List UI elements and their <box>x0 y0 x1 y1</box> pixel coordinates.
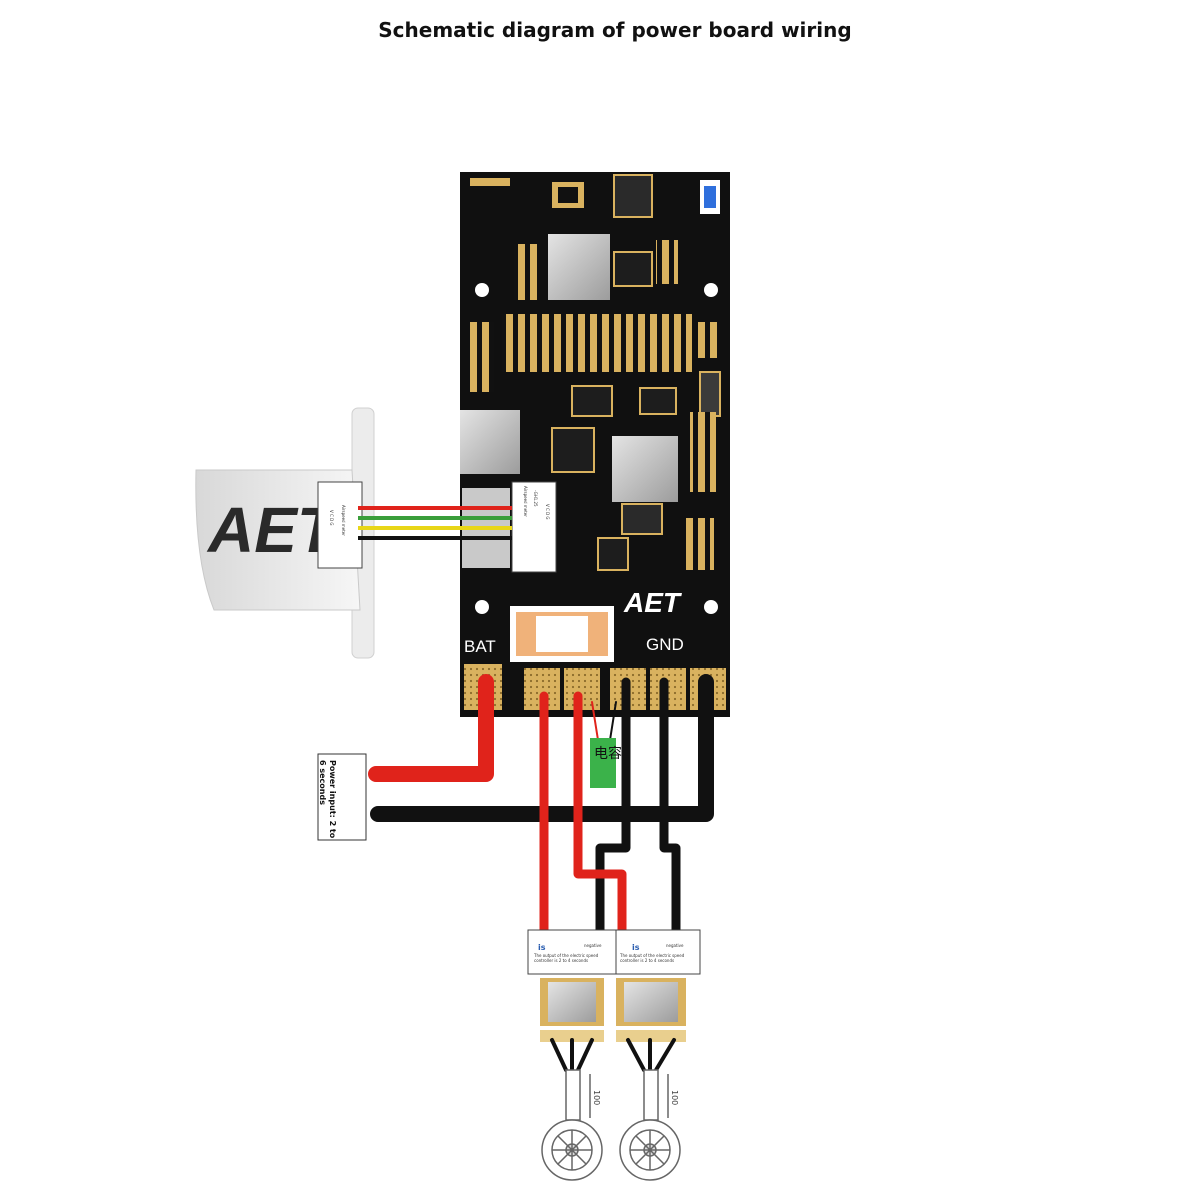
ic-mosfet-1 <box>613 251 653 287</box>
power-wires <box>368 674 714 939</box>
esc1-desc: The output of the electric speed control… <box>534 953 599 963</box>
ic-mosfet-2 <box>621 503 663 535</box>
resistor-array-5 <box>690 412 716 492</box>
status-led <box>704 186 716 208</box>
esc2-desc: The output of the electric speed control… <box>620 953 685 963</box>
capacitor-lead-negative <box>609 701 617 741</box>
power-input-line2: 6 seconds <box>318 760 327 805</box>
sensor-pin-labels: V C D G <box>329 510 334 526</box>
capacitor-lead-positive <box>591 701 599 741</box>
ic-driver <box>571 385 613 417</box>
esc1-desc-wrap: The output of the electric speed control… <box>534 953 599 963</box>
resistor-array-2 <box>656 240 678 284</box>
esc1-tag: negative <box>584 943 602 948</box>
esc2-heatsink <box>624 982 678 1022</box>
gnd-label: GND <box>646 635 684 654</box>
power-input-label: Power input: 2 to 6 seconds <box>317 753 367 841</box>
power-inductor-1 <box>548 234 610 300</box>
airspeed-port-label-line2: -GH1.25 <box>533 490 538 507</box>
mount-hole-top-right <box>704 283 718 297</box>
airspeed-port-pins: V C D G <box>545 504 550 520</box>
diode <box>699 371 721 417</box>
esc-1: is negative The output of the electric s… <box>527 929 617 1042</box>
wire-esc2-positive <box>573 691 627 939</box>
ic-regulator-top <box>613 174 653 218</box>
smd-inductor-core <box>558 187 578 203</box>
wire-esc2-negative <box>659 677 681 939</box>
motor1-spokes <box>552 1130 592 1170</box>
motor1-wire-a <box>550 1038 568 1072</box>
motor2-wire-c <box>654 1038 676 1072</box>
smd-pads-top <box>470 178 510 186</box>
ic-buck-converter <box>551 427 595 473</box>
esc2-label-box <box>615 929 701 975</box>
capacitor-label: 电容 <box>594 745 622 762</box>
wire-esc1-negative <box>595 677 631 939</box>
wire-battery-negative <box>370 674 714 822</box>
airspeed-sensor: AET V C D G Airspeed meter <box>195 407 375 659</box>
airspeed-port-label-box <box>511 481 557 573</box>
esc1-title: is <box>538 943 546 952</box>
ic-sensor-amp <box>639 387 677 415</box>
bat-label: BAT <box>464 637 496 656</box>
motor1-wire-c <box>576 1038 594 1072</box>
wire-battery-positive <box>368 674 494 782</box>
ic-small <box>597 537 629 571</box>
mount-hole-bottom-left <box>475 600 489 614</box>
shielded-module <box>460 410 520 474</box>
motor1-dimension-label: 100 <box>592 1090 601 1105</box>
motor-2: 100 <box>619 1069 681 1181</box>
power-input-line1: Power input: 2 to <box>328 760 337 839</box>
resistor-array-4 <box>698 322 720 358</box>
esc1-motor-pads <box>540 1030 604 1042</box>
mount-hole-bottom-right <box>704 600 718 614</box>
esc2-desc-wrap: The output of the electric speed control… <box>620 953 685 963</box>
esc2-title: is <box>632 943 640 952</box>
shunt-resistor-body <box>536 616 588 652</box>
esc2-tag: negative <box>666 943 684 948</box>
resistor-array-1 <box>514 244 540 300</box>
mount-hole-top-left <box>475 283 489 297</box>
power-input-box <box>317 753 367 841</box>
esc1-label-box <box>527 929 617 975</box>
power-inductor-2 <box>612 436 678 502</box>
capacitor: 电容 <box>590 738 622 788</box>
sensor-connector-label: Airspeed meter <box>341 505 346 536</box>
motor2-wire-a <box>626 1038 646 1072</box>
resistor-array-3 <box>470 322 494 392</box>
power-board: Airspeed meter -GH1.25 V C D G AET BAT G… <box>460 172 730 717</box>
header-connector-row <box>502 314 692 372</box>
motor2-dimension-label: 100 <box>670 1090 679 1105</box>
sensor-connector <box>317 481 363 569</box>
esc2-motor-pads <box>616 1030 686 1042</box>
resistor-array-6 <box>686 518 714 570</box>
esc1-heatsink <box>548 982 596 1022</box>
esc-2: is negative The output of the electric s… <box>615 929 701 1042</box>
capacitor-body <box>590 738 616 788</box>
board-brand-logo: AET <box>623 587 683 618</box>
airspeed-port-label-line1: Airspeed meter <box>523 486 528 517</box>
signal-wires <box>358 506 512 540</box>
motor-1: 100 <box>541 1069 603 1181</box>
motor2-spokes <box>630 1130 670 1170</box>
motor2-lead-tube <box>643 1069 659 1121</box>
page-title: Schematic diagram of power board wiring <box>378 18 852 42</box>
motor-wires <box>550 1038 676 1072</box>
motor1-lead-tube <box>565 1069 581 1121</box>
